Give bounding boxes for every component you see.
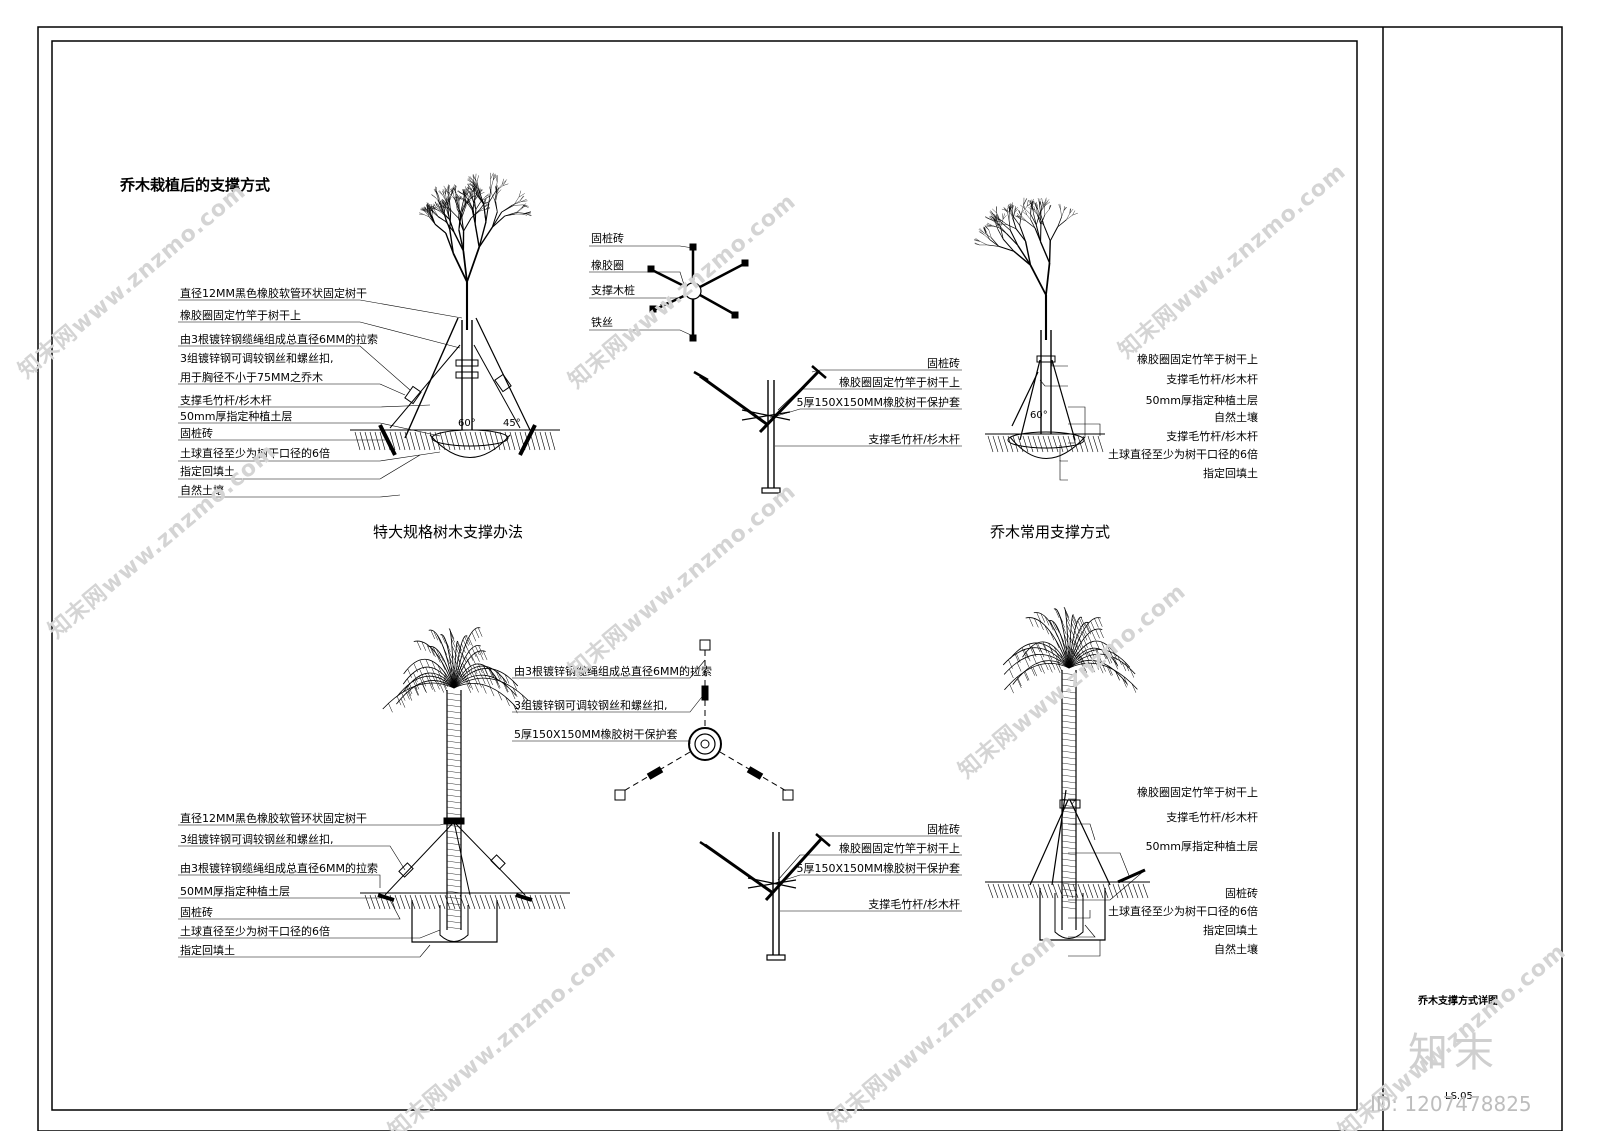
- label-tr-1: 支撑毛竹杆/杉木杆: [1166, 373, 1258, 386]
- label-bce-3: 支撑毛竹杆/杉木杆: [868, 898, 960, 911]
- label-tce-2: 5厚150X150MM橡胶树干保护套: [796, 396, 960, 409]
- stake-elevation-top: [693, 365, 827, 494]
- title-block-name: 乔木支撑方式详图: [1418, 996, 1498, 1007]
- label-tl-10: 自然土壤: [180, 484, 224, 497]
- angle-60-tr: 60°: [1030, 410, 1048, 421]
- label-bl-3: 50MM厚指定种植土层: [180, 885, 290, 898]
- label-tl-5: 支撑毛竹杆/杉木杆: [180, 394, 272, 407]
- label-tce-0: 固桩砖: [927, 357, 960, 370]
- title-block-number: LS.05: [1445, 1091, 1473, 1102]
- label-tr-6: 指定回填土: [1203, 467, 1258, 480]
- label-tcp-2: 支撑木桩: [591, 284, 635, 297]
- outer-border: [37, 26, 1563, 1131]
- palm-support-section-left: [360, 690, 570, 943]
- label-br-2: 50mm厚指定种植土层: [1145, 840, 1258, 853]
- label-br-0: 橡胶圈固定竹竿于树干上: [1137, 786, 1258, 799]
- deciduous-tree-left: [418, 172, 532, 330]
- angle-45-tl: 45°: [503, 418, 521, 429]
- label-br-1: 支撑毛竹杆/杉木杆: [1166, 811, 1258, 824]
- inner-border: [51, 40, 1358, 1111]
- deciduous-tree-right: [973, 197, 1078, 340]
- label-tl-8: 土球直径至少为树干口径的6倍: [180, 447, 330, 460]
- label-bce-0: 固桩砖: [927, 823, 960, 836]
- label-bl-4: 固桩砖: [180, 906, 213, 919]
- leader-lines-bc-plan: [512, 659, 706, 744]
- label-tl-9: 指定回填土: [180, 465, 235, 478]
- label-bl-5: 土球直径至少为树干口径的6倍: [180, 925, 330, 938]
- label-tr-4: 支撑毛竹杆/杉木杆: [1166, 430, 1258, 443]
- label-br-5: 指定回填土: [1203, 924, 1258, 937]
- leader-lines-bc-elev: [771, 835, 962, 912]
- label-bcp-2: 5厚150X150MM橡胶树干保护套: [514, 728, 678, 741]
- label-tl-4: 用于胸径不小于75MM之乔木: [180, 371, 323, 384]
- label-tr-5: 土球直径至少为树干口径的6倍: [1108, 448, 1258, 461]
- watermark-logo: 知末: [1408, 1030, 1500, 1076]
- label-tr-3: 自然土壤: [1214, 411, 1258, 424]
- label-tl-0: 直径12MM黑色橡胶软管环状固定树干: [180, 287, 367, 300]
- page-title: 乔木栽植后的支撑方式: [120, 176, 271, 194]
- label-bl-2: 由3根镀锌钢缆绳组成总直径6MM的拉索: [180, 862, 378, 875]
- leader-lines-br: [1068, 798, 1146, 957]
- label-bl-1: 3组镀锌钢可调较钢丝和螺丝扣,: [180, 833, 334, 846]
- label-bcp-0: 由3根镀锌钢缆绳组成总直径6MM的拉索: [514, 665, 712, 678]
- label-br-3: 固桩砖: [1225, 887, 1258, 900]
- leader-lines-tc-plan: [589, 245, 694, 337]
- label-tl-2: 由3根镀锌钢缆绳组成总直径6MM的拉索: [180, 333, 378, 346]
- label-br-6: 自然土壤: [1214, 943, 1258, 956]
- label-tcp-1: 橡胶圈: [591, 259, 624, 272]
- leader-lines-tr: [1039, 360, 1101, 481]
- caption-common-tree: 乔木常用支撑方式: [990, 523, 1111, 541]
- label-bcp-1: 3组镀锌钢可调较钢丝和螺丝扣,: [514, 699, 668, 712]
- label-tl-1: 橡胶圈固定竹竿于树干上: [180, 309, 301, 322]
- label-tl-3: 3组镀锌钢可调较钢丝和螺丝扣,: [180, 352, 334, 365]
- leader-lines-tl: [178, 299, 463, 498]
- label-tr-0: 橡胶圈固定竹竿于树干上: [1137, 353, 1258, 366]
- label-tl-7: 固桩砖: [180, 427, 213, 440]
- label-tce-1: 橡胶圈固定竹竿于树干上: [839, 376, 960, 389]
- label-tce-3: 支撑毛竹杆/杉木杆: [868, 433, 960, 446]
- leader-lines-bl: [178, 821, 453, 958]
- label-tl-6: 50mm厚指定种植土层: [180, 410, 293, 423]
- label-tcp-0: 固桩砖: [591, 232, 624, 245]
- large-tree-support-section: [350, 317, 560, 458]
- label-bce-1: 橡胶圈固定竹竿于树干上: [839, 842, 960, 855]
- cable-plan-view-bottom: [614, 639, 794, 801]
- label-tcp-3: 铁丝: [591, 316, 613, 329]
- label-br-4: 土球直径至少为树干口径的6倍: [1108, 905, 1258, 918]
- leader-lines-tc-elev: [769, 369, 962, 447]
- stake-plan-view-top: [647, 243, 749, 342]
- watermark-id: ID: 1207478825: [1370, 1092, 1532, 1116]
- label-bl-6: 指定回填土: [180, 944, 235, 957]
- label-bl-0: 直径12MM黑色橡胶软管环状固定树干: [180, 812, 367, 825]
- label-bce-2: 5厚150X150MM橡胶树干保护套: [796, 862, 960, 875]
- palm-tree-left: [382, 627, 529, 930]
- angle-60-tl: 60°: [458, 418, 476, 429]
- palm-support-section-right: [985, 670, 1150, 941]
- label-tr-2: 50mm厚指定种植土层: [1145, 394, 1258, 407]
- caption-large-tree: 特大规格树木支撑办法: [373, 523, 524, 541]
